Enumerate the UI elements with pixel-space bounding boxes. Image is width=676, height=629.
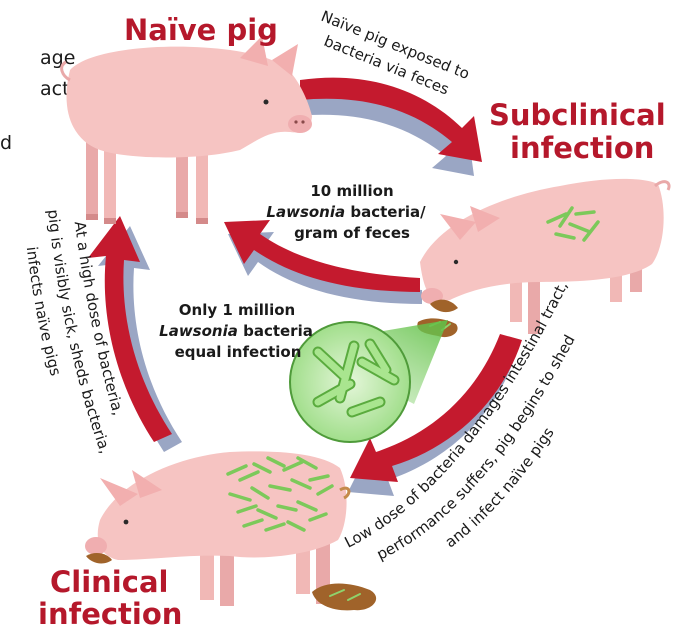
label-shed-count: 10 million [310, 182, 393, 200]
label-dose-line2: Lawsonia bacteria [159, 322, 313, 340]
label-shed-line2: Lawsonia bacteria/ [266, 203, 426, 221]
clipped-text-line3: d [0, 132, 12, 154]
label-dose-line1: Only 1 million [179, 301, 295, 319]
title-clinical-infection: infection [38, 597, 182, 629]
title-subclinical: Subclinical [489, 98, 666, 132]
title-clinical: Clinical [50, 565, 168, 599]
label-shedding: 10 million Lawsonia bacteria/ gram of fe… [266, 182, 426, 242]
label-dose-rest: bacteria [238, 322, 313, 340]
label-dose-genus: Lawsonia [159, 322, 238, 340]
clinical-feces [312, 584, 376, 611]
label-infective-dose: Only 1 million Lawsonia bacteria equal i… [159, 301, 313, 361]
clipped-text-line2: act [40, 78, 70, 100]
clipped-text-line1: age [40, 47, 75, 69]
bacteria-magnified-view [290, 320, 448, 442]
title-subclinical-infection: infection [510, 131, 654, 165]
naive-pig-illustration [62, 36, 312, 224]
label-shed-genus: Lawsonia [266, 203, 345, 221]
label-dose-line3: equal infection [175, 343, 302, 361]
title-naive-pig: Naïve pig [124, 13, 278, 47]
label-shed-rest: bacteria/ [345, 203, 426, 221]
arrow-naive-to-subclinical [296, 78, 482, 176]
label-shed-unit: gram of feces [294, 224, 410, 242]
